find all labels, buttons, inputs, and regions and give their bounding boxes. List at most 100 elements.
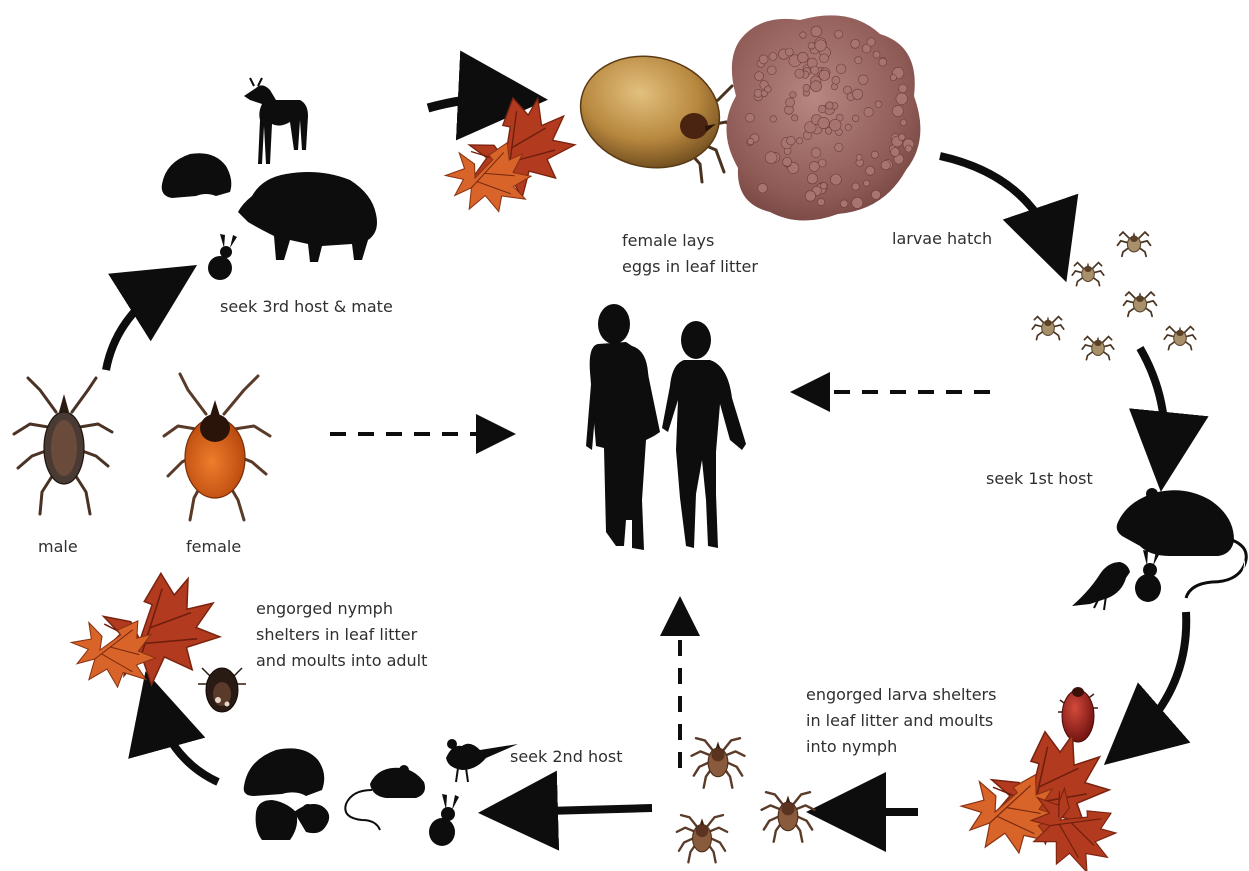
egg — [871, 151, 878, 158]
mouse-silhouette-icon — [345, 765, 425, 830]
engorged-female-tick-icon — [437, 44, 742, 226]
egg — [805, 191, 816, 202]
egg — [818, 159, 826, 167]
egg — [890, 75, 896, 81]
egg — [818, 198, 825, 205]
human-couple-silhouette-icon — [586, 304, 746, 550]
egg — [798, 52, 809, 63]
label-line: shelters in leaf litter — [256, 622, 427, 648]
egg — [759, 55, 768, 64]
egg — [796, 138, 802, 144]
egg — [770, 116, 776, 122]
egg — [864, 180, 870, 186]
egg — [835, 30, 843, 38]
label-engorged-larva: engorged larva shelters in leaf litter a… — [806, 682, 996, 760]
label-line: engorged nymph — [256, 596, 427, 622]
egg — [873, 51, 880, 58]
egg — [864, 107, 873, 116]
egg — [765, 86, 772, 93]
rabbit-silhouette-icon — [1135, 550, 1161, 602]
egg — [746, 113, 755, 122]
label-seek-second-host: seek 2nd host — [510, 744, 622, 770]
bird-silhouette-icon — [1072, 562, 1130, 610]
egg — [800, 32, 806, 38]
egg — [852, 197, 863, 208]
egg — [765, 152, 777, 164]
egg — [852, 115, 859, 122]
egg — [898, 134, 905, 141]
deer-silhouette-icon — [244, 78, 308, 164]
egg — [832, 76, 840, 84]
egg — [905, 145, 912, 152]
egg — [855, 57, 862, 64]
male-tick-icon — [14, 378, 112, 514]
arrow-to-egg-laying — [428, 98, 512, 108]
egg — [830, 174, 841, 185]
female-tick-icon — [164, 374, 270, 520]
egg — [871, 190, 880, 199]
label-seek-first-host: seek 1st host — [986, 466, 1093, 492]
egg — [879, 58, 887, 66]
squirrel-silhouette-icon — [256, 800, 330, 840]
egg — [867, 38, 875, 46]
label-line: eggs in leaf litter — [622, 254, 758, 280]
egg — [891, 148, 900, 157]
egg — [803, 84, 810, 91]
egg — [808, 42, 815, 49]
egg — [856, 154, 862, 160]
egg — [829, 119, 841, 131]
label-line: and moults into adult — [256, 648, 427, 674]
engorged-nymph-icon — [198, 668, 246, 712]
arrow-to-first-host — [1140, 348, 1165, 460]
label-seek-third-host: seek 3rd host & mate — [220, 294, 393, 320]
egg — [835, 143, 843, 151]
label-line: female lays — [622, 228, 758, 254]
egg — [811, 148, 821, 158]
egg — [858, 75, 868, 85]
label-female: female — [186, 534, 241, 560]
label-line: in leaf litter and moults — [806, 708, 996, 734]
egg — [852, 89, 862, 99]
egg — [820, 183, 827, 190]
egg — [767, 66, 776, 75]
egg — [758, 183, 768, 193]
egg — [815, 40, 826, 51]
egg — [851, 39, 860, 48]
egg — [896, 93, 908, 105]
egg — [747, 138, 754, 145]
egg — [831, 84, 837, 90]
boar-silhouette-icon — [238, 172, 377, 262]
label-male: male — [38, 534, 78, 560]
egg — [820, 54, 829, 63]
egg-mass-icon — [726, 15, 920, 220]
egg — [826, 102, 833, 109]
arrow-to-second-host — [510, 808, 652, 812]
rat-silhouette-icon — [1117, 488, 1247, 598]
label-larvae-hatch: larvae hatch — [892, 226, 992, 252]
egg — [845, 124, 851, 130]
rabbit-silhouette-icon — [208, 234, 237, 280]
pheasant-silhouette-icon — [446, 739, 518, 782]
label-female-lays-eggs: female lays eggs in leaf litter — [622, 228, 758, 280]
egg — [795, 69, 804, 78]
egg — [899, 84, 908, 93]
egg — [881, 161, 890, 170]
arrow-to-third-host — [106, 282, 170, 370]
egg — [809, 162, 819, 172]
egg — [792, 115, 798, 121]
egg — [811, 66, 819, 74]
label-line: into nymph — [806, 734, 996, 760]
egg — [852, 183, 859, 190]
egg — [900, 120, 906, 126]
egg — [755, 72, 764, 81]
arrow-to-larva-shelter — [1128, 612, 1186, 744]
label-engorged-nymph: engorged nymph shelters in leaf litter a… — [256, 596, 427, 674]
nymph-tick-icon — [677, 738, 815, 862]
egg — [769, 53, 777, 61]
egg — [875, 101, 882, 108]
egg — [790, 92, 796, 98]
egg — [807, 174, 817, 184]
hedgehog-silhouette-icon — [244, 748, 325, 796]
